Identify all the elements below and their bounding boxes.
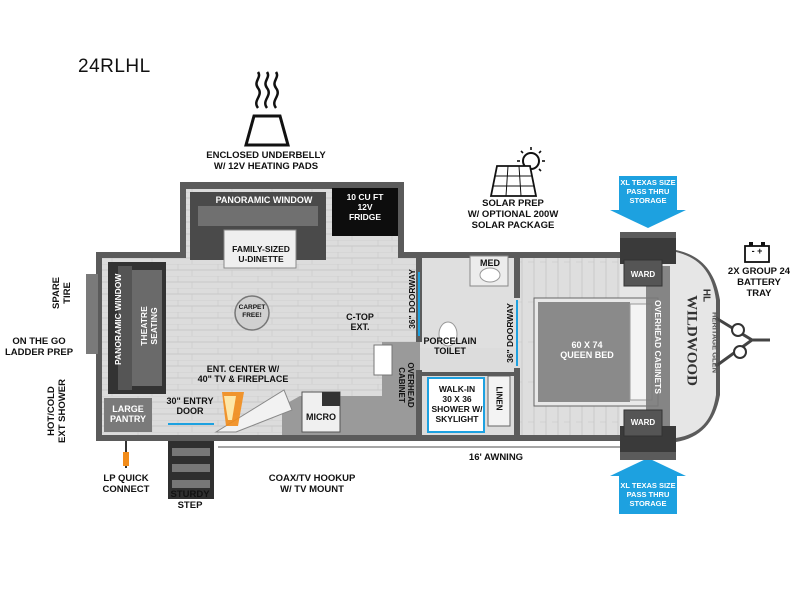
ctop-label: C-TOP EXT. — [346, 312, 374, 332]
theatre-seating-label: THEATRE SEATING — [139, 306, 159, 346]
med-label: MED — [480, 258, 500, 268]
lp-callout: LP QUICK CONNECT — [102, 473, 150, 495]
doorway-2-label: 36" DOORWAY — [505, 303, 515, 363]
storage-arrow-bottom-icon — [610, 458, 686, 514]
overhead-cabinets-label: OVERHEAD CABINETS — [653, 300, 663, 394]
shower-label: WALK-IN 30 X 36 SHOWER W/ SKYLIGHT — [431, 384, 483, 424]
entry-door-label: 30" ENTRY DOOR — [166, 396, 214, 416]
heating-pad-icon — [244, 71, 290, 147]
ward-top-label: WARD — [630, 270, 656, 279]
brand-sub-label: HERITAGE GLEN — [710, 311, 720, 374]
lp-connect-icon — [123, 441, 129, 468]
micro-label: MICRO — [306, 412, 336, 422]
storage-bottom-callout: XL TEXAS SIZE PASS THRU STORAGE — [620, 481, 676, 508]
battery-callout: 2X GROUP 24 BATTERY TRAY — [727, 266, 791, 299]
brand-logo: WILDWOOD — [683, 295, 700, 386]
battery-icon — [744, 242, 770, 263]
carpet-free-label: CARPET FREE! — [238, 304, 266, 319]
overhead-cabinet-label: OVERHEAD CABINET — [397, 362, 415, 408]
bed-label: 60 X 74 QUEEN BED — [560, 340, 614, 360]
ent-center-label: ENT. CENTER W/ 40" TV & FIREPLACE — [197, 364, 289, 384]
porcelain-toilet-label: PORCELAIN TOILET — [423, 336, 477, 356]
panoramic-window-side-label: PANORAMIC WINDOW — [113, 273, 123, 365]
large-pantry-label: LARGE PANTRY — [110, 404, 146, 424]
fridge-label: 10 CU FT 12V FRIDGE — [346, 192, 384, 222]
solar-panel-icon — [489, 147, 545, 197]
storage-top-callout: XL TEXAS SIZE PASS THRU STORAGE — [620, 178, 676, 205]
model-name: 24RLHL — [78, 56, 151, 77]
step-callout: STURDY STEP — [170, 489, 210, 511]
linen-label: LINEN — [494, 386, 504, 411]
ward-bottom-label: WARD — [630, 418, 656, 427]
doorway-1-label: 36" DOORWAY — [407, 269, 417, 329]
carpet-free-badge-icon — [234, 295, 270, 331]
coax-callout: COAX/TV HOOKUP W/ TV MOUNT — [268, 473, 356, 495]
ladder-callout: ON THE GO LADDER PREP — [4, 336, 74, 358]
awning-callout: 16' AWNING — [468, 452, 524, 463]
panoramic-window-top-label: PANORAMIC WINDOW — [215, 195, 313, 205]
dinette-label: FAMILY-SIZED U-DINETTE — [232, 244, 290, 264]
spare-tire-callout: SPARE TIRE — [51, 276, 73, 310]
entry-steps-icon — [168, 441, 214, 499]
brand-mark: HL — [700, 288, 712, 303]
solar-callout: SOLAR PREP W/ OPTIONAL 200W SOLAR PACKAG… — [467, 198, 559, 231]
ext-shower-callout: HOT/COLD EXT SHOWER — [46, 379, 68, 443]
hitch-icon — [715, 316, 770, 368]
battery-symbol: - + — [751, 246, 763, 256]
underbelly-callout: ENCLOSED UNDERBELLY W/ 12V HEATING PADS — [206, 150, 326, 172]
storage-arrow-top-icon — [610, 176, 686, 228]
